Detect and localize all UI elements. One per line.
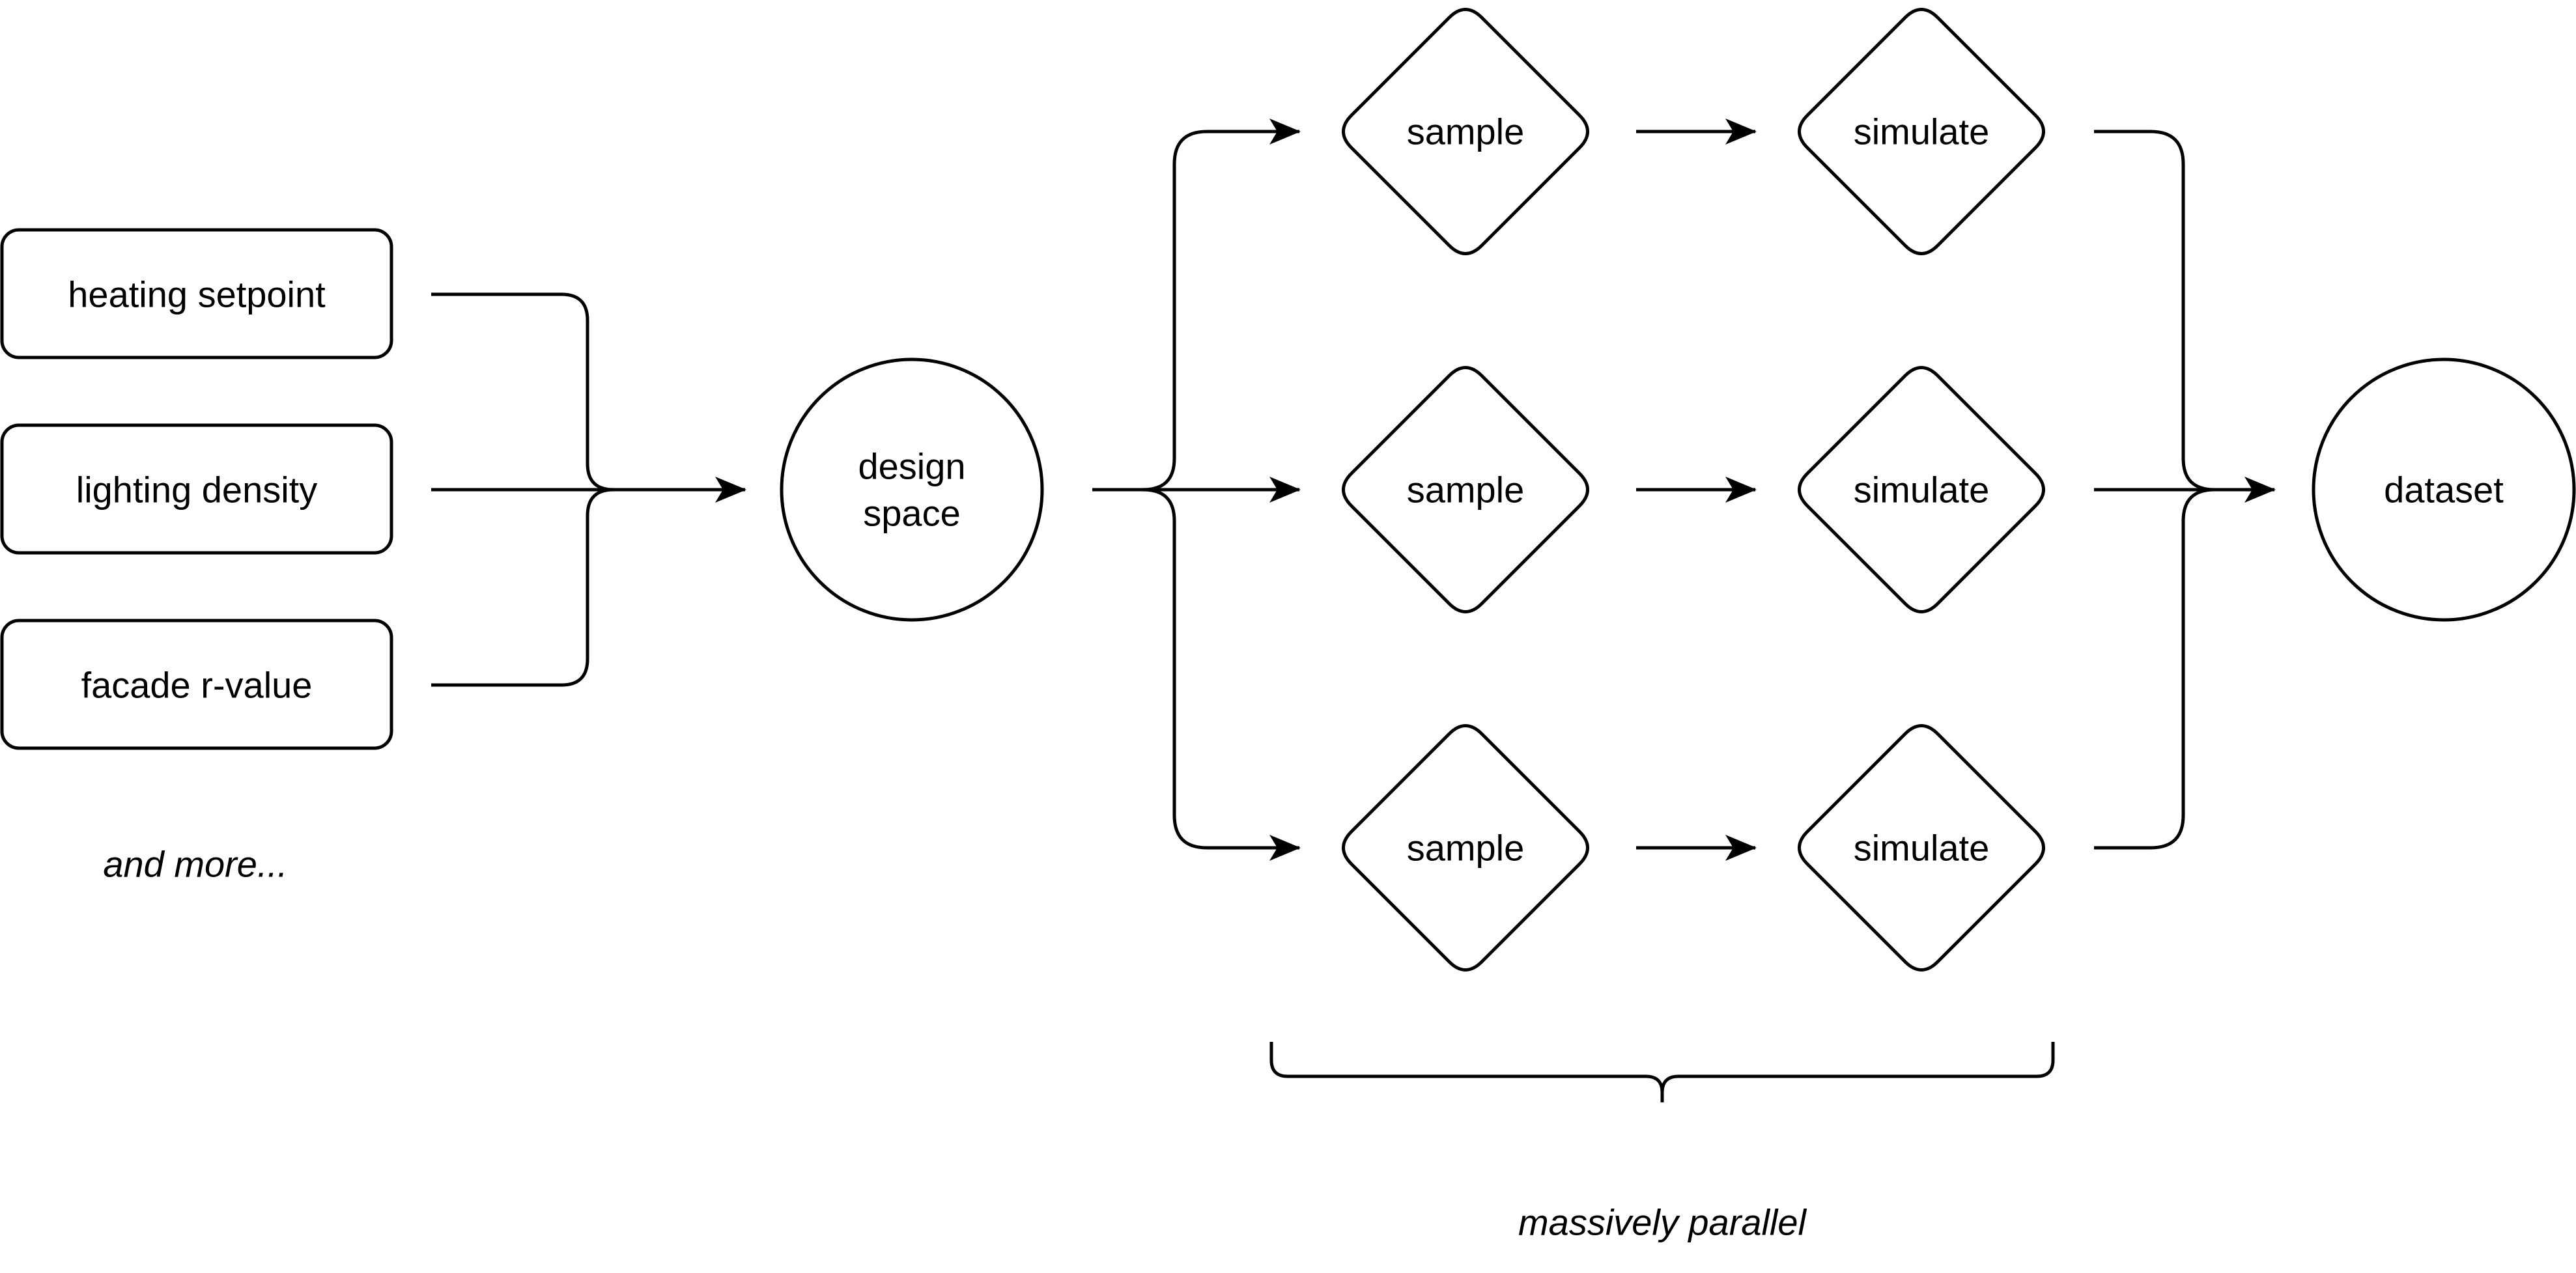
sample-label-2: sample	[1407, 469, 1525, 511]
design-space-label-line2: space	[863, 493, 960, 534]
input-heating-setpoint: heating setpoint	[0, 228, 393, 359]
edge-design-to-sample-1	[1092, 119, 1301, 492]
simulate-label-2: simulate	[1854, 469, 1990, 511]
sample-label-3: sample	[1407, 828, 1525, 869]
massively-parallel-note: massively parallel	[1518, 1202, 1807, 1243]
input-lighting-density: lighting density	[0, 423, 393, 555]
edge-design-to-sample-3	[1092, 488, 1301, 861]
parallel-brace	[1269, 1042, 2055, 1102]
input-facade-r-value-label: facade r-value	[81, 665, 313, 706]
edge-simulate-1-to-merge	[2094, 130, 2215, 492]
sample-node-2: sample	[1342, 366, 1589, 613]
simulate-node-2: simulate	[1798, 366, 2045, 613]
simulate-label-1: simulate	[1854, 111, 1990, 152]
edge-heating-to-merge	[431, 292, 614, 492]
simulate-node-1: simulate	[1798, 8, 2045, 255]
sample-node-1: sample	[1342, 8, 1589, 255]
edge-simulate-3-to-merge	[2094, 488, 2215, 850]
input-facade-r-value: facade r-value	[0, 619, 393, 750]
sample-node-3: sample	[1342, 724, 1589, 972]
simulate-node-3: simulate	[1798, 724, 2045, 972]
design-space-label-line1: design	[858, 446, 965, 487]
simulate-label-3: simulate	[1854, 828, 1990, 869]
dataset-label: dataset	[2384, 469, 2504, 511]
input-heating-setpoint-label: heating setpoint	[68, 274, 326, 315]
design-space-node: design space	[780, 357, 1044, 622]
edge-facade-to-merge	[431, 488, 614, 687]
and-more-note: and more...	[103, 844, 287, 885]
input-lighting-density-label: lighting density	[76, 469, 317, 511]
dataset-node: dataset	[2312, 357, 2576, 622]
sample-label-1: sample	[1407, 111, 1525, 152]
